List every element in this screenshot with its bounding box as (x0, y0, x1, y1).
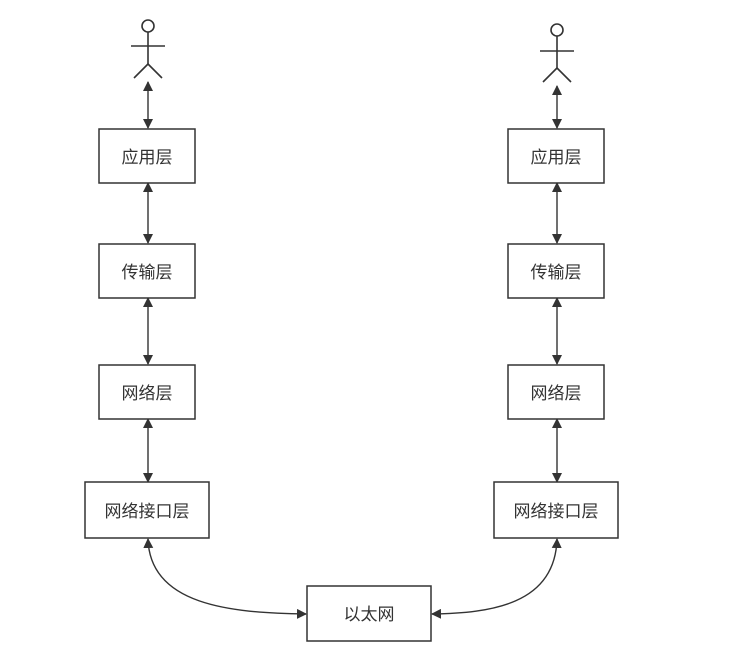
right-network-layer-label: 网络层 (531, 384, 582, 404)
left-app-layer-box: 应用层 (98, 128, 196, 184)
left-transport-layer-label: 传输层 (122, 263, 173, 283)
left-app-layer-label: 应用层 (122, 148, 173, 168)
right-app-layer-label: 应用层 (531, 148, 582, 168)
right-user-icon (540, 23, 574, 83)
left-ethernet-connector (143, 538, 307, 619)
right-link-layer-label: 网络接口层 (514, 502, 599, 522)
left-user-icon (131, 19, 165, 79)
left-network-layer-box: 网络层 (98, 364, 196, 420)
right-ethernet-connector (431, 538, 562, 619)
left-transport-layer-box: 传输层 (98, 243, 196, 299)
left-link-layer-label: 网络接口层 (105, 502, 190, 522)
left-link-layer-box: 网络接口层 (84, 481, 210, 539)
left-network-layer-label: 网络层 (122, 384, 173, 404)
right-link-layer-box: 网络接口层 (493, 481, 619, 539)
ethernet-box: 以太网 (306, 585, 432, 642)
right-transport-layer-label: 传输层 (531, 263, 582, 283)
right-app-layer-box: 应用层 (507, 128, 605, 184)
right-network-layer-box: 网络层 (507, 364, 605, 420)
ethernet-label: 以太网 (344, 605, 395, 625)
right-transport-layer-box: 传输层 (507, 243, 605, 299)
